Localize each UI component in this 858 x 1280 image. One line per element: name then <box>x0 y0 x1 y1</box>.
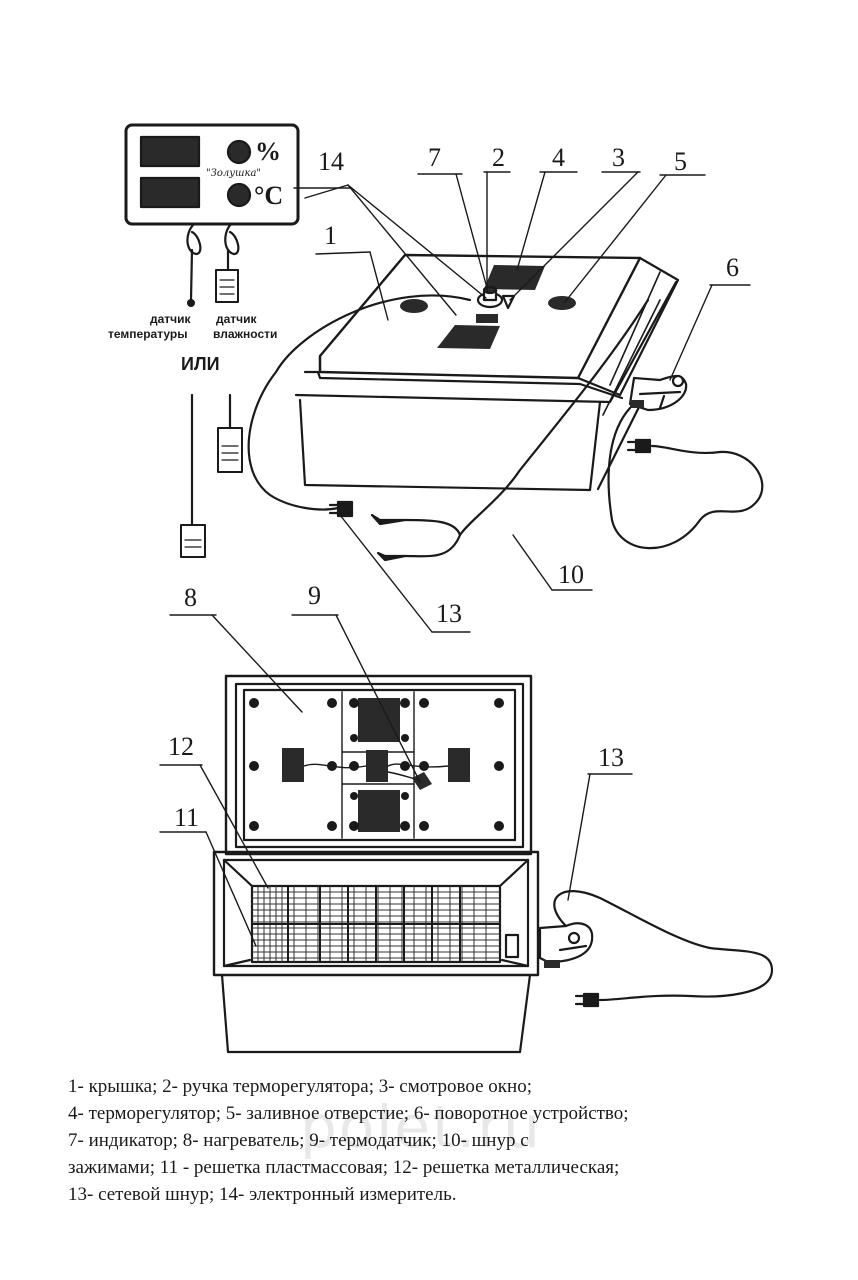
callout-11: 11 <box>174 803 199 832</box>
callout-1: 1 <box>324 221 337 250</box>
power-cord-top <box>247 294 764 550</box>
callout-2: 2 <box>492 143 505 172</box>
leader-lines-bottom <box>159 614 633 947</box>
or-label: ИЛИ <box>181 354 220 374</box>
callout-7: 7 <box>428 143 441 172</box>
legend-line-2: 4- терморегулятор; 5- заливное отверстие… <box>68 1103 629 1124</box>
legend-line-4: зажимами; 11 - решетка пластмассовая; 12… <box>68 1157 620 1178</box>
callout-12: 12 <box>168 732 194 761</box>
callout-4: 4 <box>552 143 565 172</box>
callout-14: 14 <box>318 147 344 176</box>
legend-line-3: 7- индикатор; 8- нагреватель; 9- термода… <box>68 1130 529 1151</box>
humidity-sensor-label-1: датчик <box>216 312 258 326</box>
leader-lines-top <box>293 171 751 633</box>
legend-line-1: 1- крышка; 2- ручка терморегулятора; 3- … <box>68 1076 532 1097</box>
meter-brand: "Золушка" <box>206 168 261 179</box>
callout-10: 10 <box>558 560 584 589</box>
turning-device-top <box>628 374 688 412</box>
legend: 1- крышка; 2- ручка терморегулятора; 3- … <box>68 1073 808 1208</box>
legend-line-5: 13- сетевой шнур; 14- электронный измери… <box>68 1184 457 1205</box>
temp-sensor-label-1: датчик <box>150 312 192 326</box>
incubator-open <box>212 674 540 1054</box>
meter-sensors <box>180 222 243 558</box>
callout-13-bottom: 13 <box>598 743 624 772</box>
cord-with-clamps <box>370 298 650 562</box>
callout-13-top: 13 <box>436 599 462 628</box>
temperature-unit: °C <box>254 181 283 210</box>
electronic-meter <box>124 123 300 226</box>
callout-6: 6 <box>726 253 739 282</box>
callout-9: 9 <box>308 581 321 610</box>
humidity-unit: % <box>255 137 281 166</box>
callout-8: 8 <box>184 583 197 612</box>
humidity-sensor-label-2: влажности <box>213 327 277 341</box>
callout-5: 5 <box>674 147 687 176</box>
temp-sensor-label-2: температуры <box>108 327 187 341</box>
callout-3: 3 <box>612 143 625 172</box>
turning-device-bottom <box>538 890 774 1008</box>
